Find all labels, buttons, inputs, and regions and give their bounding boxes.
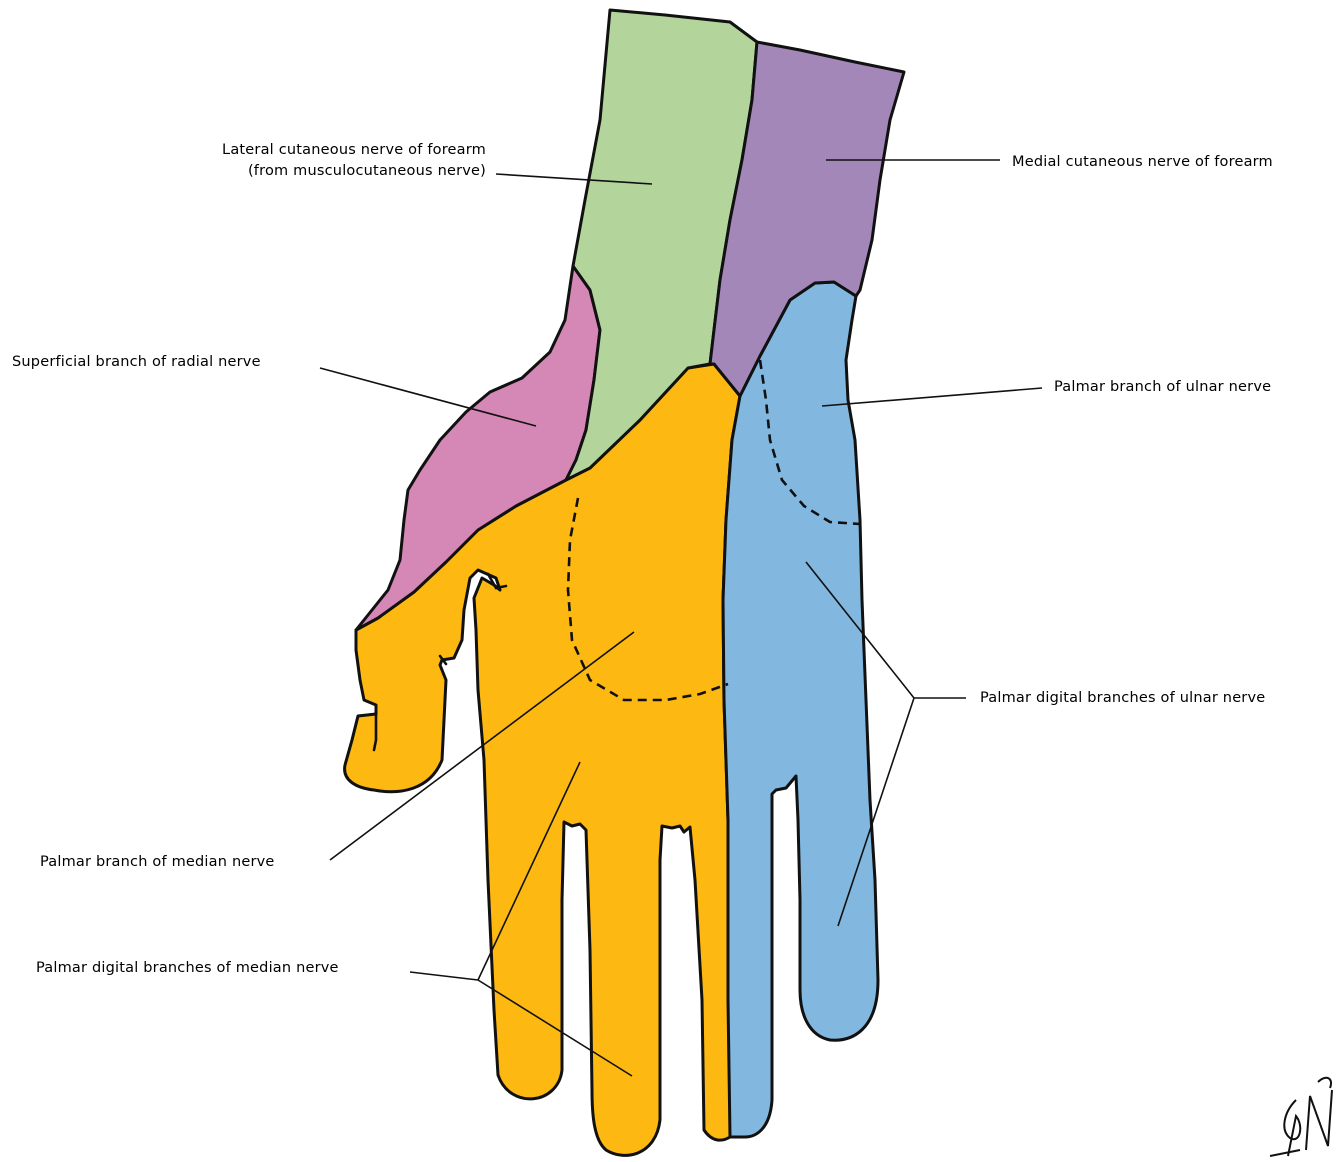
signature-logo	[1270, 1078, 1332, 1156]
leader-ulnar-palmar	[822, 388, 1042, 406]
label-ulnar-digital: Palmar digital branches of ulnar nerve	[980, 690, 1265, 706]
label-lateral-cutaneous-1: Lateral cutaneous nerve of forearm	[222, 142, 486, 158]
label-median-digital: Palmar digital branches of median nerve	[36, 960, 339, 976]
region-ulnar-nerve	[723, 282, 878, 1137]
label-medial-cutaneous: Medial cutaneous nerve of forearm	[1012, 154, 1273, 170]
label-median-palmar: Palmar branch of median nerve	[40, 854, 275, 870]
label-ulnar-palmar: Palmar branch of ulnar nerve	[1054, 379, 1271, 395]
label-lateral-cutaneous-2: (from musculocutaneous nerve)	[248, 163, 486, 179]
label-radial: Superficial branch of radial nerve	[12, 354, 261, 370]
